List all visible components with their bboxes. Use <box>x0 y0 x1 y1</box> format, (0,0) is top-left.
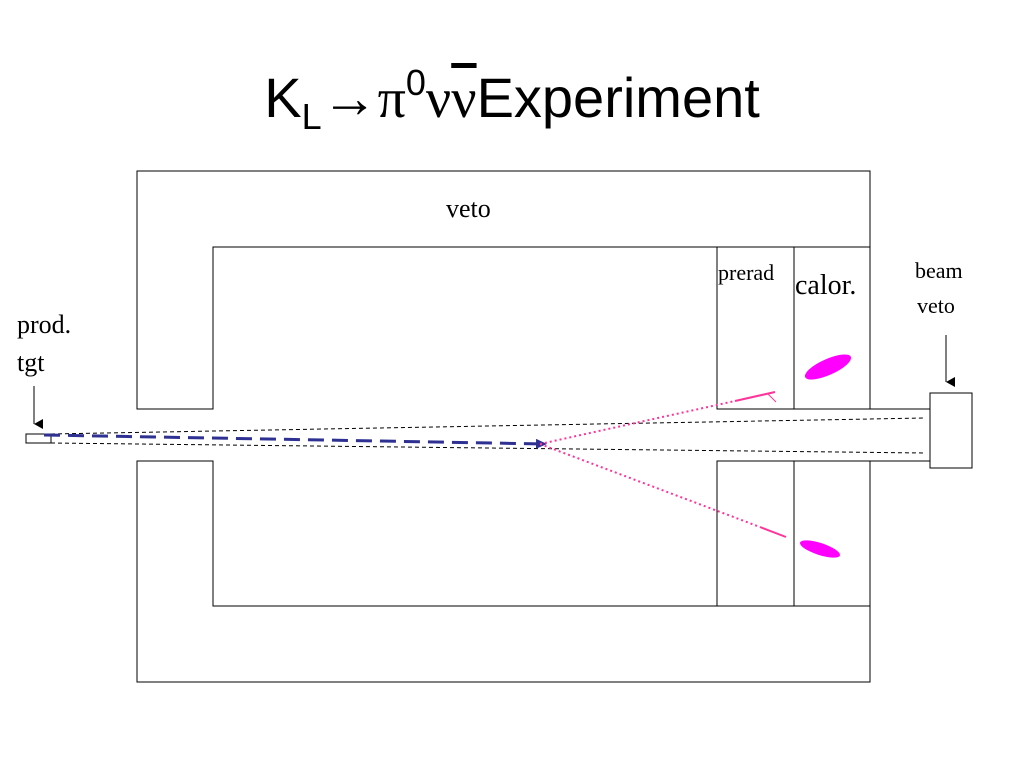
beam-envelope-upper <box>50 417 926 435</box>
shower-lower <box>799 540 841 558</box>
conversion-upper-branch <box>767 393 777 403</box>
title-antineutrino: ν <box>451 68 477 130</box>
title-neutrino: ν <box>425 68 452 130</box>
title-experiment: Experiment <box>476 66 760 129</box>
prerad-label: prerad <box>718 260 774 285</box>
preradiator-lower <box>716 460 795 607</box>
calor-label: calor. <box>795 270 856 301</box>
beam-veto-label-line1: beam <box>915 258 963 283</box>
title-pion-charge: 0 <box>405 62 426 103</box>
title-pion: π <box>377 68 406 130</box>
title-kaon: K <box>264 66 302 129</box>
calorimeter-upper <box>793 246 871 410</box>
title-arrow: → <box>321 68 378 130</box>
slide-title: KL→π0ννExperiment <box>0 48 1024 152</box>
title-kaon-subscript: L <box>301 96 322 137</box>
kaon-track <box>43 433 547 449</box>
veto-label: veto <box>446 194 491 223</box>
target-label-line2: tgt <box>17 348 45 377</box>
photon-track-upper <box>539 400 736 445</box>
beam-veto-box <box>929 392 973 469</box>
beam-envelope-lower <box>50 442 926 454</box>
calorimeter-lower <box>793 460 871 607</box>
conversion-lower <box>759 526 787 538</box>
target-label-line1: prod. <box>17 310 71 339</box>
conversion-upper <box>734 391 776 402</box>
veto-upper <box>136 170 871 410</box>
photon-track-lower <box>539 443 761 528</box>
shower-upper <box>804 354 852 380</box>
veto-lower <box>136 460 871 683</box>
production-target <box>25 433 52 444</box>
beam-veto-label-line2: veto <box>917 293 955 318</box>
